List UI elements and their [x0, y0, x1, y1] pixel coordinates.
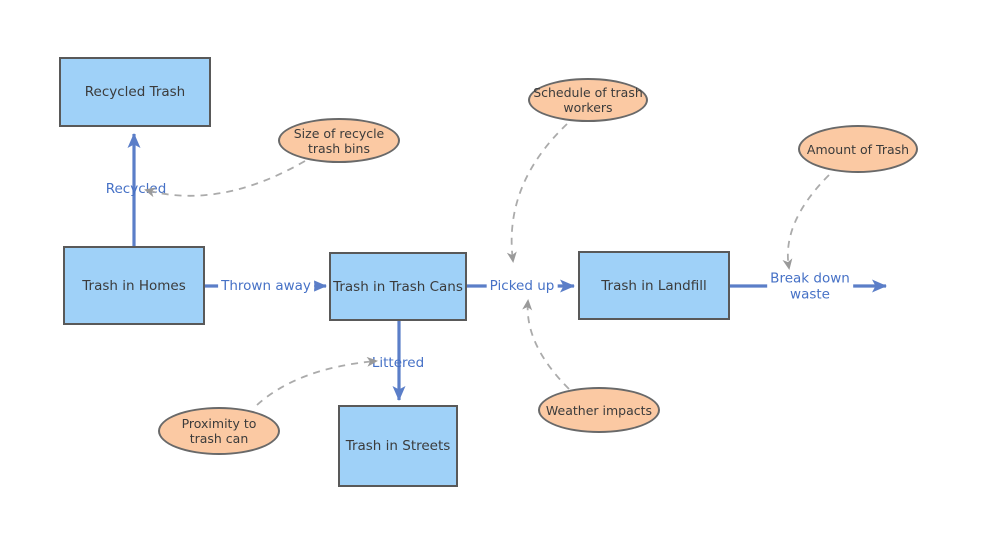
factor-weather-impacts[interactable]: Weather impacts: [538, 387, 660, 433]
flow-label-break-down-waste[interactable]: Break down waste: [767, 270, 853, 304]
factor-label: Amount of Trash: [806, 141, 910, 157]
factor-proximity-to-trash-can[interactable]: Proximity to trash can: [158, 407, 280, 455]
dashed-weather-to-picked-up[interactable]: [522, 299, 570, 390]
node-recycled-trash[interactable]: Recycled Trash: [59, 57, 211, 127]
factor-label: Proximity to trash can: [181, 416, 257, 446]
dashed-proximity-to-littered[interactable]: [256, 356, 378, 406]
flow-label-picked-up[interactable]: Picked up: [486, 278, 558, 296]
dashed-amount-to-break-down[interactable]: [782, 174, 830, 270]
dashed-schedule-to-picked-up[interactable]: [506, 123, 568, 263]
factor-schedule-of-trash-workers[interactable]: Schedule of trash workers: [528, 78, 648, 122]
factor-label: Weather impacts: [545, 402, 653, 418]
factor-label: Schedule of trash workers: [533, 85, 643, 115]
node-trash-in-trash-cans[interactable]: Trash in Trash Cans: [329, 252, 467, 321]
node-trash-in-landfill[interactable]: Trash in Landfill: [578, 251, 730, 320]
factor-size-of-recycle-trash-bins[interactable]: Size of recycle trash bins: [278, 118, 400, 163]
node-label: Trash in Streets: [345, 438, 451, 454]
node-trash-in-homes[interactable]: Trash in Homes: [63, 246, 205, 325]
dashed-size-bins-to-recycled[interactable]: [144, 160, 306, 198]
node-label: Recycled Trash: [84, 84, 186, 100]
node-label: Trash in Trash Cans: [333, 278, 463, 295]
node-trash-in-streets[interactable]: Trash in Streets: [338, 405, 458, 487]
factor-amount-of-trash[interactable]: Amount of Trash: [798, 125, 918, 173]
flow-label-thrown-away[interactable]: Thrown away: [218, 278, 314, 296]
factor-label: Size of recycle trash bins: [293, 125, 385, 156]
node-label: Trash in Homes: [82, 277, 186, 294]
flow-label-littered[interactable]: Littered: [371, 355, 425, 372]
node-label: Trash in Landfill: [601, 277, 707, 294]
